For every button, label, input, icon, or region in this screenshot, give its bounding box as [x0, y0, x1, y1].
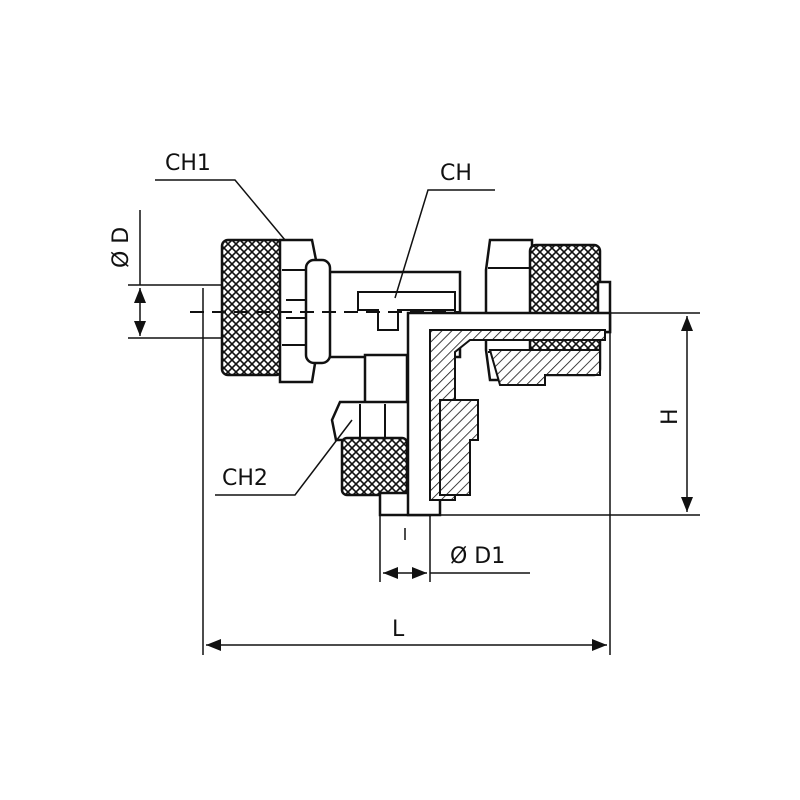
- dimension-diameter-d1: [379, 515, 530, 582]
- dimension-height: [430, 312, 700, 516]
- leader-ch2: [215, 419, 353, 496]
- bottom-hex-ch2: [330, 400, 414, 442]
- right-knurled-nut: [528, 243, 612, 377]
- bottom-knurled-nut: [340, 436, 409, 497]
- label-diameter-d1: Ø D1: [450, 544, 505, 569]
- label-length: L: [392, 617, 405, 642]
- dimension-diameter-d: [128, 210, 222, 339]
- label-ch: CH: [440, 161, 472, 186]
- leader-ch: [394, 189, 495, 299]
- label-diameter-d: Ø D: [109, 227, 134, 268]
- left-knurled-nut: [220, 238, 284, 377]
- dimension-length: [202, 288, 611, 655]
- section-view: [406, 311, 612, 517]
- leader-ch1: [155, 179, 286, 241]
- label-ch1: CH1: [165, 151, 211, 176]
- label-height: H: [658, 408, 683, 425]
- label-ch2: CH2: [222, 466, 268, 491]
